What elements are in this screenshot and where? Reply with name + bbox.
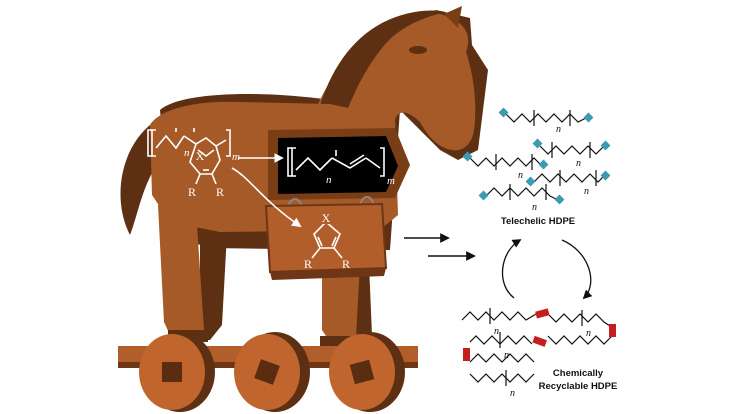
svg-text:n: n bbox=[576, 158, 581, 169]
wheel-3 bbox=[329, 332, 405, 412]
horse-mane bbox=[318, 10, 446, 120]
wheel-2 bbox=[234, 332, 310, 412]
horse-hatch bbox=[278, 136, 398, 194]
horse-tail bbox=[120, 125, 160, 235]
telechelic-end-groups bbox=[462, 107, 611, 205]
hatch-polymer-m: m bbox=[387, 175, 395, 187]
telechelic-title: Telechelic HDPE bbox=[501, 216, 575, 227]
hidden-monomer-x: X bbox=[196, 149, 205, 163]
hidden-monomer-n: n bbox=[184, 147, 190, 159]
hatch-polymer-structure bbox=[287, 147, 385, 177]
horse-door-edge bbox=[270, 268, 386, 280]
hidden-monomer-r2: R bbox=[216, 185, 224, 199]
svg-text:n: n bbox=[584, 186, 589, 197]
svg-text:n: n bbox=[518, 170, 523, 181]
svg-text:n: n bbox=[556, 124, 561, 135]
recyclable-title-line2: Recyclable HDPE bbox=[539, 381, 618, 392]
svg-text:n: n bbox=[532, 202, 537, 213]
heterocycle-r2: R bbox=[342, 257, 350, 271]
hidden-monomer-r1: R bbox=[188, 185, 196, 199]
cycle-arrow-left bbox=[501, 239, 522, 299]
horse-eye bbox=[409, 46, 427, 54]
arrow-to-heterocycle bbox=[231, 167, 302, 228]
telechelic-chains bbox=[469, 110, 605, 201]
telechelic-n-labels: n n n n n bbox=[518, 124, 589, 213]
degradable-links bbox=[463, 308, 616, 361]
heterocycle-x-bg bbox=[320, 212, 332, 224]
recyclable-title-line1: Chemically bbox=[553, 368, 604, 379]
heterocycle-x: X bbox=[322, 211, 331, 225]
hatch-polymer-n: n bbox=[326, 174, 332, 186]
heterocycle-r1: R bbox=[304, 257, 312, 271]
recyclable-chains bbox=[461, 308, 613, 386]
wheel-1 bbox=[139, 332, 215, 412]
svg-text:n: n bbox=[586, 328, 591, 339]
trojan-horse-icon bbox=[118, 6, 488, 412]
horse-ear bbox=[444, 6, 462, 28]
hidden-monomer-m: m bbox=[232, 151, 240, 163]
svg-text:n: n bbox=[510, 388, 515, 399]
cycle-arrow-right bbox=[561, 239, 593, 300]
recyclable-n-labels: n n n n bbox=[494, 326, 591, 399]
hidden-monomer-structure bbox=[147, 128, 231, 185]
svg-text:n: n bbox=[504, 350, 509, 361]
svg-text:n: n bbox=[494, 326, 499, 337]
heterocycle-structure bbox=[311, 220, 343, 259]
